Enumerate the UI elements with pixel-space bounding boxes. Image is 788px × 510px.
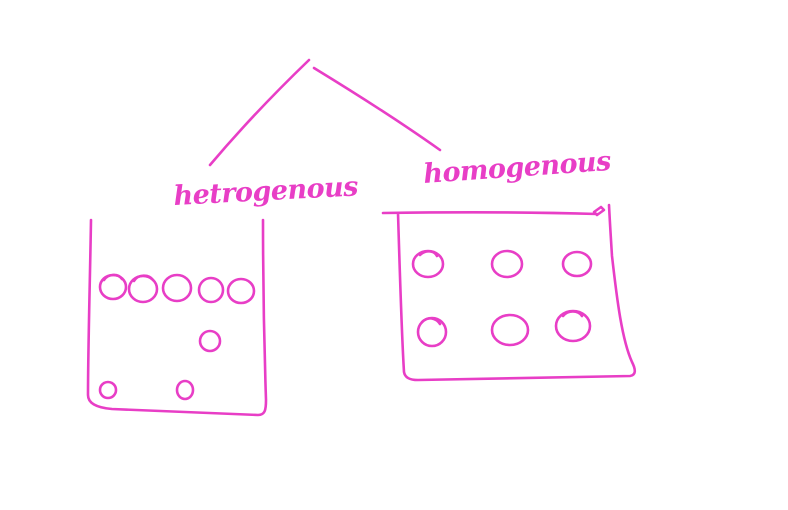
homogeneous-label: homogenous (422, 146, 612, 190)
homogeneous-particles (411, 249, 593, 348)
heterogeneous-label: hetrogenous (173, 171, 359, 212)
right-branch-line (312, 66, 442, 152)
heterogeneous-particles (98, 273, 256, 401)
particle (226, 277, 256, 305)
cursor-mark (592, 205, 606, 217)
particle-curl (561, 310, 584, 318)
heterogeneous-container (86, 218, 268, 417)
homogeneous-container (381, 203, 637, 382)
particle (561, 250, 593, 278)
particle (411, 249, 445, 279)
particle (554, 309, 592, 343)
particle-curl (132, 274, 155, 283)
particle (198, 329, 222, 353)
left-branch-line (208, 58, 311, 167)
particle (161, 273, 193, 303)
particle (490, 249, 524, 279)
particle (98, 380, 118, 400)
particle (197, 276, 225, 304)
particle-curl (420, 317, 442, 326)
particle-curl (102, 273, 124, 282)
particle (490, 313, 530, 347)
particle (175, 379, 195, 401)
particle-curl (418, 250, 439, 258)
